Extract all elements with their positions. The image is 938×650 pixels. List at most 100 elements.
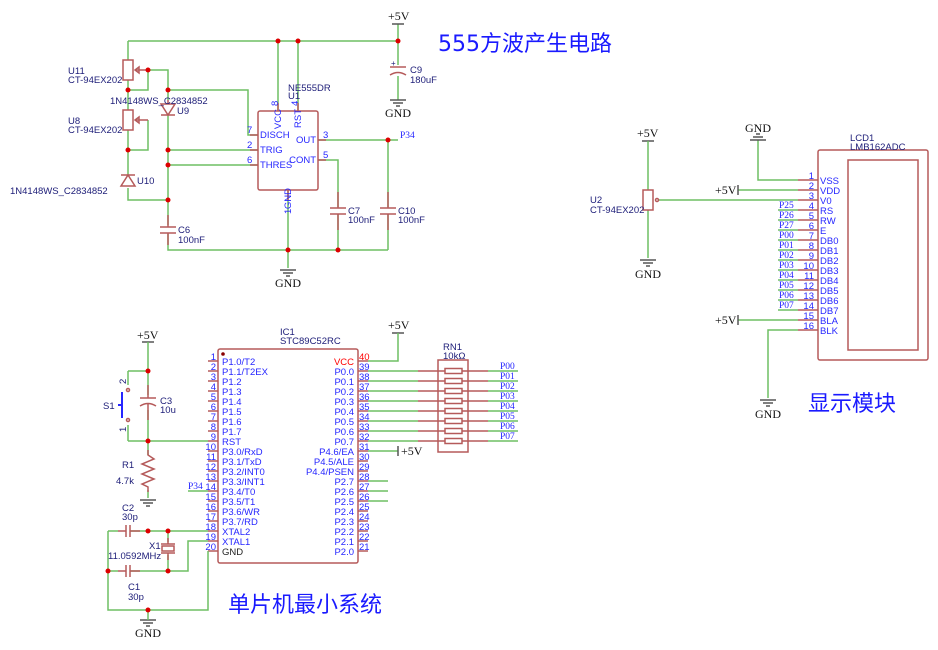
svg-text:LCD1: LCD1	[850, 133, 874, 144]
pin-name-p0-1: P0.1	[334, 377, 354, 388]
pin-name-rw: RW	[820, 216, 836, 227]
pin-number: 13	[205, 472, 216, 483]
net-label: P04	[500, 402, 515, 412]
pin-number: 8	[211, 422, 216, 433]
switch-s1[interactable]: S1 2 1	[103, 379, 131, 432]
pin-name-vss: VSS	[820, 176, 839, 187]
svg-text:C7: C7	[348, 206, 360, 217]
pin-name-vdd: VDD	[820, 186, 840, 197]
resistor-r1: R1 4.7k	[116, 450, 156, 492]
net-label: P03	[779, 261, 794, 271]
junction-dot	[125, 87, 131, 93]
svg-text:U9: U9	[177, 106, 189, 117]
pin-name-p2-6: P2.6	[334, 487, 354, 498]
junction-dot	[145, 67, 151, 73]
svg-text:10kΩ: 10kΩ	[443, 351, 465, 362]
pin-number: 40	[359, 352, 370, 363]
net-label: P03	[500, 392, 515, 402]
svg-text:+5V: +5V	[715, 183, 737, 197]
pin-number: 2	[247, 140, 252, 151]
pin-name-xtal2: XTAL2	[222, 527, 250, 538]
svg-text:C2: C2	[122, 503, 134, 514]
pin-name-db5: DB5	[820, 286, 838, 297]
pin-name-v0: V0	[820, 196, 832, 207]
svg-text:U10: U10	[137, 176, 154, 187]
svg-text:100nF: 100nF	[178, 235, 205, 246]
pin-number: 5	[211, 392, 216, 403]
resistor-element	[444, 377, 463, 385]
pin-name-p1-1-t2ex: P1.1/T2EX	[222, 367, 269, 378]
svg-text:C10: C10	[398, 206, 415, 217]
svg-text:11.0592MHz: 11.0592MHz	[108, 551, 161, 562]
svg-text:10u: 10u	[160, 405, 176, 416]
pin-name-p2-7: P2.7	[334, 477, 354, 488]
pin-number: 3	[211, 372, 216, 383]
pin-number: 18	[205, 522, 216, 533]
pin-name-gnd: GND	[222, 547, 243, 558]
pin-number: 4	[809, 201, 814, 212]
pin-name-p1-4: P1.4	[222, 397, 242, 408]
pin-number: 14	[205, 482, 216, 493]
svg-text:C3: C3	[160, 396, 172, 407]
pin-number: 12	[205, 462, 216, 473]
svg-text:1N4148WS_C2834852: 1N4148WS_C2834852	[10, 186, 108, 197]
pin-number: 6	[211, 402, 216, 413]
diode-u9: 1N4148WS_C2834852 U9	[110, 96, 208, 117]
pin-name-p1-7: P1.7	[222, 427, 242, 438]
resistor-element	[444, 417, 463, 425]
net-label-p34: P34	[400, 131, 415, 141]
pin-name: RST	[293, 109, 304, 128]
pin-name-db6: DB6	[820, 296, 838, 307]
pin-number: 30	[359, 452, 370, 463]
svg-text:100nF: 100nF	[398, 215, 425, 226]
pin-number: 9	[809, 251, 814, 262]
net-label: P01	[779, 241, 794, 251]
junction-dot	[125, 147, 131, 153]
pin-name-p2-3: P2.3	[334, 517, 354, 528]
pin-number: 15	[205, 492, 216, 503]
resistor-element	[444, 427, 463, 435]
pin-number: 10	[803, 261, 814, 272]
pin-name-p0-6: P0.6	[334, 427, 354, 438]
pin-number: 12	[803, 281, 814, 292]
capacitor-c7: C7 100nF	[330, 192, 375, 230]
pin-number: 6	[809, 221, 814, 232]
svg-text:+: +	[391, 59, 396, 68]
net-label: P02	[500, 382, 515, 392]
svg-text:LMB162ADC: LMB162ADC	[850, 142, 906, 153]
pin-number: 10	[205, 442, 216, 453]
svg-text:GND: GND	[635, 267, 661, 281]
svg-text:U1: U1	[288, 91, 300, 102]
junction-dot	[165, 147, 171, 153]
pin-name-rst: RST	[222, 437, 241, 448]
resistor-element	[444, 397, 463, 405]
ground-icon	[139, 499, 157, 507]
pin-number: 7	[809, 231, 814, 242]
pin-name-bla: BLA	[820, 316, 839, 327]
svg-text:U11: U11	[68, 66, 85, 77]
pin-name-p3-6-wr: P3.6/WR	[222, 507, 260, 518]
resistor-element	[444, 437, 463, 445]
pin-number: 7	[211, 412, 216, 423]
svg-text:30p: 30p	[128, 592, 144, 603]
net-label: P04	[779, 271, 794, 281]
svg-text:CT-94EX202: CT-94EX202	[68, 125, 122, 136]
net-label: P05	[779, 281, 794, 291]
crystal-x1: X1 11.0592MHz	[108, 538, 175, 562]
resistor-element	[444, 387, 463, 395]
pin-name: VCC	[273, 109, 284, 129]
net-label: P06	[500, 422, 515, 432]
svg-text:+5V: +5V	[388, 318, 410, 332]
junction-dot	[165, 87, 171, 93]
svg-text:180uF: 180uF	[410, 75, 437, 86]
svg-text:GND: GND	[385, 106, 411, 120]
svg-text:GND: GND	[275, 276, 301, 290]
pin-name-vcc: VCC	[334, 357, 354, 368]
pin-number: 16	[205, 502, 216, 513]
pin-name: GND	[283, 188, 294, 209]
pin-name-p3-0-rxd: P3.0/RxD	[222, 447, 263, 458]
svg-text:+5V: +5V	[715, 313, 737, 327]
junction-dot	[145, 438, 151, 444]
junction-dot	[165, 568, 171, 574]
